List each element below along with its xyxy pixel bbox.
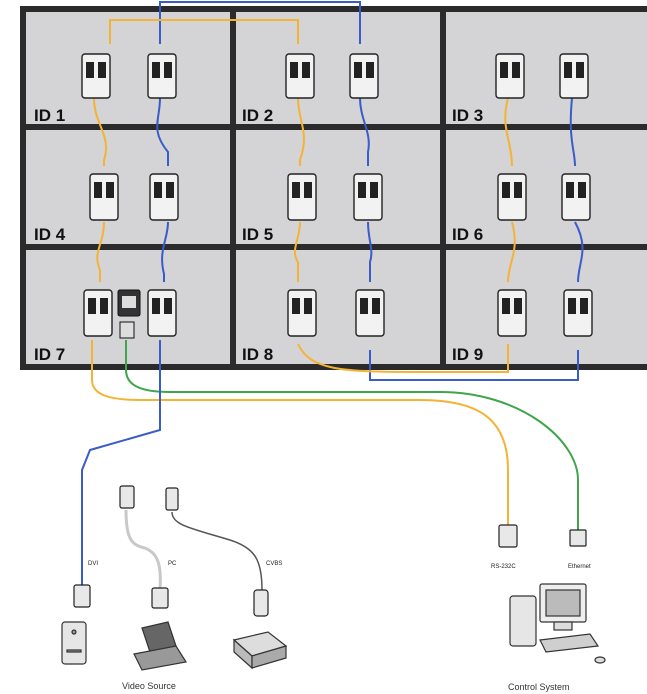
panel-label-id2: ID 2	[242, 106, 273, 125]
keyboard-icon	[539, 633, 600, 653]
ethernet-label: Ethernet	[568, 564, 591, 570]
rs232-cable	[91, 340, 509, 525]
dvi-connector-icon	[73, 584, 91, 608]
dvd-player-icon	[232, 631, 288, 670]
downstream-cables	[81, 340, 579, 591]
panel-id6	[446, 130, 647, 244]
panel-id9	[446, 250, 647, 364]
rs232-daisy-chain	[93, 19, 516, 373]
panel-id2	[236, 12, 440, 124]
ethernet-connector-icon	[569, 529, 587, 547]
cvbs-source-connector-icon	[165, 487, 179, 511]
panel-id8	[236, 250, 440, 364]
dvi-label: DVI	[88, 561, 98, 567]
panel-label-id7: ID 7	[34, 345, 65, 364]
bnc-connector-icon	[253, 589, 269, 617]
cvbs-cable	[171, 511, 263, 591]
panel-label-id1: ID 1	[34, 106, 65, 125]
panel-id4	[26, 130, 230, 244]
panel-label-id6: ID 6	[452, 225, 483, 244]
cvbs-label: CVBS	[266, 561, 282, 567]
pc-cable	[124, 509, 162, 589]
panel-label-id5: ID 5	[242, 225, 273, 244]
control-system-caption: Control System	[508, 682, 570, 692]
port-labels: DVI PC CVBS RS-232C Ethernet	[88, 561, 591, 570]
mouse-icon	[594, 656, 606, 664]
video-wall	[20, 6, 647, 370]
panel-label-id8: ID 8	[242, 345, 273, 364]
panel-labels: ID 1 ID 2 ID 3 ID 4 ID 5 ID 6 ID 7 ID 8 …	[34, 106, 483, 364]
control-system-computer	[509, 583, 606, 664]
panel-label-id3: ID 3	[452, 106, 483, 125]
vga-connector-icon	[151, 587, 169, 609]
panel-label-id9: ID 9	[452, 345, 483, 364]
panel-id3	[446, 12, 647, 124]
ethernet-cable	[125, 340, 579, 530]
video-source-devices	[61, 621, 288, 671]
video-source-caption: Video Source	[122, 681, 176, 691]
dvi-cable	[81, 340, 161, 585]
pc-source-connector-icon	[119, 485, 135, 509]
receiver-module-details	[86, 62, 588, 314]
panel-label-id4: ID 4	[34, 225, 66, 244]
panel-id1	[26, 12, 230, 124]
id7-controller-module	[117, 289, 141, 339]
video-daisy-chain	[156, 1, 584, 381]
pc-label: PC	[168, 561, 177, 567]
rs232c-connector-icon	[498, 524, 518, 548]
connectors	[73, 485, 587, 617]
pc-tower-icon	[61, 621, 87, 665]
panel-id5	[236, 130, 440, 244]
rs232c-label: RS-232C	[491, 564, 516, 570]
laptop-icon	[133, 621, 187, 671]
tower-icon	[509, 595, 537, 647]
